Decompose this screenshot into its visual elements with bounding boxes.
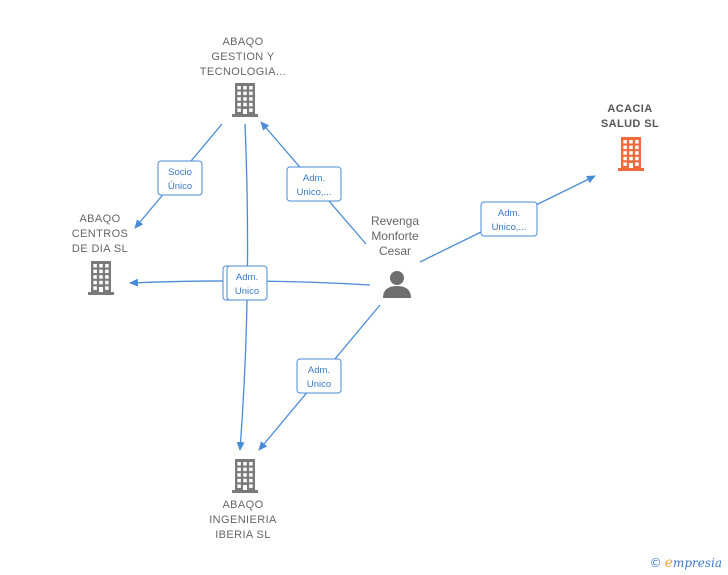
edge-label-e5[interactable]: Adm. Unico (226, 265, 268, 301)
edge-label-text: Unico,... (297, 187, 332, 198)
edge-label-box[interactable] (226, 265, 268, 301)
node-label: ABAQO (222, 36, 263, 48)
node-label: Cesar (379, 244, 411, 258)
edge-label-text: Adm. (303, 173, 325, 184)
edge-label-text: Unico,... (492, 222, 527, 233)
node-label: INGENIERIA (209, 514, 277, 526)
node-label: GESTION Y (211, 51, 275, 63)
node-label: Monforte (371, 229, 419, 243)
node-label: Revenga (371, 214, 419, 228)
node-label: ACACIA (607, 103, 652, 115)
building-icon[interactable] (232, 83, 258, 117)
node-label: ABAQO (79, 213, 120, 225)
node-label: SALUD SL (601, 118, 659, 130)
edge-label-e6[interactable]: Adm. Unico (296, 358, 342, 394)
person-icon[interactable] (383, 271, 411, 298)
edge-label-text: Único (168, 181, 192, 192)
edge-label-e2[interactable]: Adm. Unico,... (286, 166, 342, 202)
node-label: IBERIA SL (215, 529, 271, 541)
nodes-layer: ABAQO GESTION Y TECNOLOGIA... ACACIA SALUD S… (72, 36, 659, 541)
edge-label-box[interactable] (286, 166, 342, 202)
edge-label-text: Adm. (308, 365, 330, 376)
edge-label-text: Unico (235, 286, 259, 297)
edge-label-text: Unico (307, 379, 331, 390)
node-abaqo_gestion[interactable]: ABAQO GESTION Y TECNOLOGIA... (200, 36, 287, 117)
node-abaqo_ingenieria[interactable]: ABAQO INGENIERIA IBERIA SL (209, 459, 277, 541)
edge-label-e3[interactable]: Adm. Unico,... (480, 201, 538, 237)
node-acacia_salud[interactable]: ACACIA SALUD SL (601, 103, 659, 171)
brand-initial: e (664, 555, 673, 571)
edge-label-box[interactable] (157, 160, 203, 196)
edge-label-text: Socio (168, 167, 192, 178)
edge-label-text: Adm. (236, 272, 258, 283)
edge-labels-layer: SocioÚnicoAdm.Unico,...Adm.Unico,...Adm.… (157, 160, 538, 394)
node-label: CENTROS (72, 228, 129, 240)
edge-label-box[interactable] (296, 358, 342, 394)
node-abaqo_centros[interactable]: ABAQO CENTROS DE DIA SL (72, 213, 129, 295)
building-icon[interactable] (88, 261, 114, 295)
node-label: DE DIA SL (72, 243, 128, 255)
copyright-symbol: © (649, 556, 662, 570)
edge-label-text: Adm. (498, 208, 520, 219)
footer-brand[interactable]: ©empresia (650, 555, 722, 571)
brand-name: mpresia (672, 556, 722, 570)
building-icon[interactable] (232, 459, 258, 493)
building-icon[interactable] (618, 137, 644, 171)
node-label: ABAQO (222, 499, 263, 511)
edge-label-box[interactable] (480, 201, 538, 237)
node-label: TECNOLOGIA... (200, 66, 287, 78)
